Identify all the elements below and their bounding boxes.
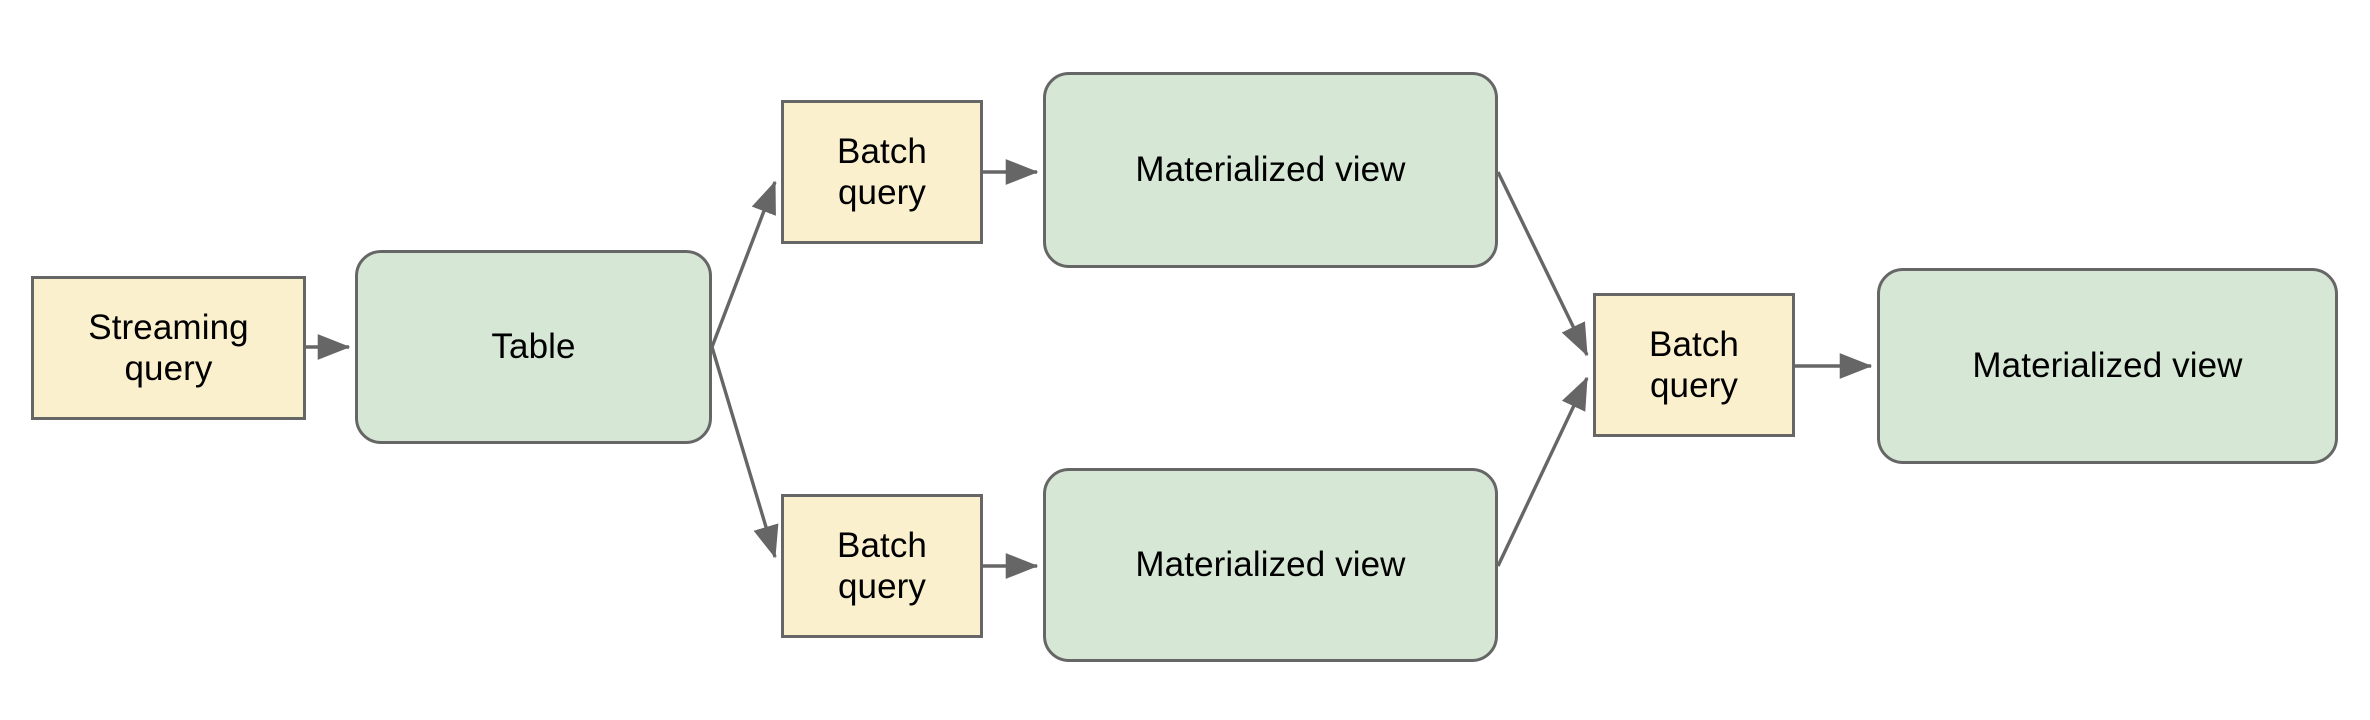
node-label-materialized-view-bottom: Materialized view xyxy=(1135,545,1406,585)
node-label-batch-query-center: Batch query xyxy=(1649,324,1739,405)
node-label-materialized-view-top: Materialized view xyxy=(1135,150,1406,190)
edge-table-to-batch-bottom xyxy=(710,346,779,559)
node-table[interactable]: Table xyxy=(355,250,712,444)
edge-mv-bottom-to-batch-center xyxy=(1496,376,1589,567)
node-batch-query-top[interactable]: Batch query xyxy=(781,100,983,244)
node-batch-query-center[interactable]: Batch query xyxy=(1593,293,1795,437)
node-label-batch-query-top: Batch query xyxy=(837,131,927,212)
node-streaming-query[interactable]: Streaming query xyxy=(31,276,306,420)
edge-mv-top-to-batch-center xyxy=(1496,171,1589,357)
node-materialized-view-right[interactable]: Materialized view xyxy=(1877,268,2338,464)
node-materialized-view-top[interactable]: Materialized view xyxy=(1043,72,1498,268)
node-label-batch-query-bottom: Batch query xyxy=(837,525,927,606)
node-batch-query-bottom[interactable]: Batch query xyxy=(781,494,983,638)
node-label-materialized-view-right: Materialized view xyxy=(1972,346,2243,386)
node-materialized-view-bottom[interactable]: Materialized view xyxy=(1043,468,1498,662)
node-label-streaming-query: Streaming query xyxy=(88,307,249,388)
node-label-table: Table xyxy=(491,327,576,367)
edge-table-to-batch-top xyxy=(710,180,777,348)
